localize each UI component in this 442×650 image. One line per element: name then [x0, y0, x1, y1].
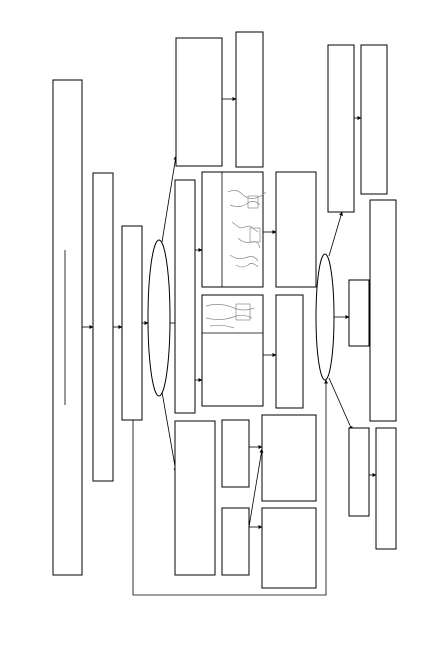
right-tall-box: [369, 199, 397, 422]
lower-image-panel: [201, 294, 264, 407]
root-box: [52, 79, 83, 576]
right-top-box: [327, 44, 355, 213]
edge-ellipse-bottom: [161, 391, 178, 473]
level1-box: [92, 172, 114, 482]
bottom-sub-box-1: [221, 419, 250, 488]
top-branch-box: [175, 37, 223, 167]
right-top-result-box: [360, 44, 388, 195]
level2-box: [121, 225, 143, 421]
edge-right-ellipse-top: [328, 211, 343, 257]
right-bottom-box: [348, 427, 370, 517]
bottom-result-box-2: [261, 507, 317, 589]
bottom-sub-box-2: [221, 507, 250, 576]
right-bottom-result-box: [375, 427, 397, 550]
bottom-result-box-1: [261, 414, 317, 502]
right-middle-box: [348, 279, 370, 347]
bottom-branch-box: [174, 420, 216, 576]
lower-figure-sketch: [205, 303, 255, 329]
upper-figure-sketch: [227, 190, 267, 268]
middle-branch-box: [174, 179, 196, 414]
lower-image-result-box: [275, 294, 304, 409]
edge-bottom-cross: [248, 448, 264, 528]
upper-image-result-box: [275, 171, 317, 288]
edge-feedback-loop: [132, 379, 328, 596]
edge-right-ellipse-bottom: [328, 377, 353, 431]
upper-image-panel: [201, 171, 264, 288]
right-decision-ellipse: [315, 253, 335, 381]
left-decision-ellipse: [147, 239, 171, 397]
edge-ellipse-top: [161, 155, 178, 243]
top-branch-result-box: [235, 31, 264, 168]
